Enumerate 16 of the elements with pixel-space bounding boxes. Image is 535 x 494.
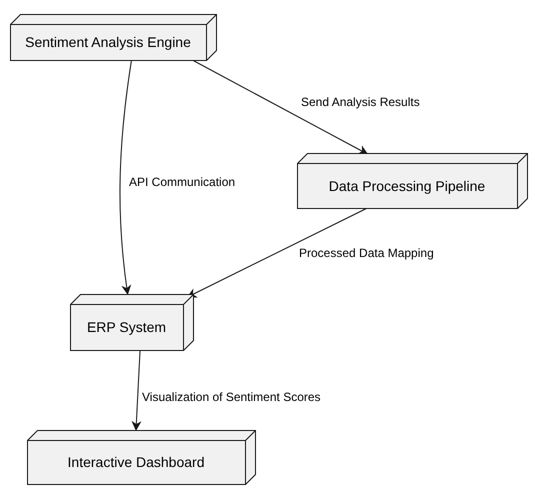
edge-label: API Communication	[128, 175, 236, 189]
node-label: Data Processing Pipeline	[328, 178, 486, 194]
node-box	[10, 14, 217, 61]
node-label: Interactive Dashboard	[68, 454, 204, 470]
node-box	[27, 430, 256, 485]
node-box	[297, 153, 528, 209]
arrow	[131, 350, 142, 431]
edge-label: Send Analysis Results	[300, 95, 421, 109]
node-label: ERP System	[86, 319, 166, 335]
arrow	[120, 60, 132, 295]
node-box	[70, 294, 194, 351]
arrow	[192, 60, 368, 154]
edge-label: Processed Data Mapping	[298, 246, 435, 260]
edge-label: Visualization of Sentiment Scores	[141, 390, 322, 404]
arrow	[186, 208, 368, 298]
node-label: Sentiment Analysis Engine	[25, 34, 191, 50]
